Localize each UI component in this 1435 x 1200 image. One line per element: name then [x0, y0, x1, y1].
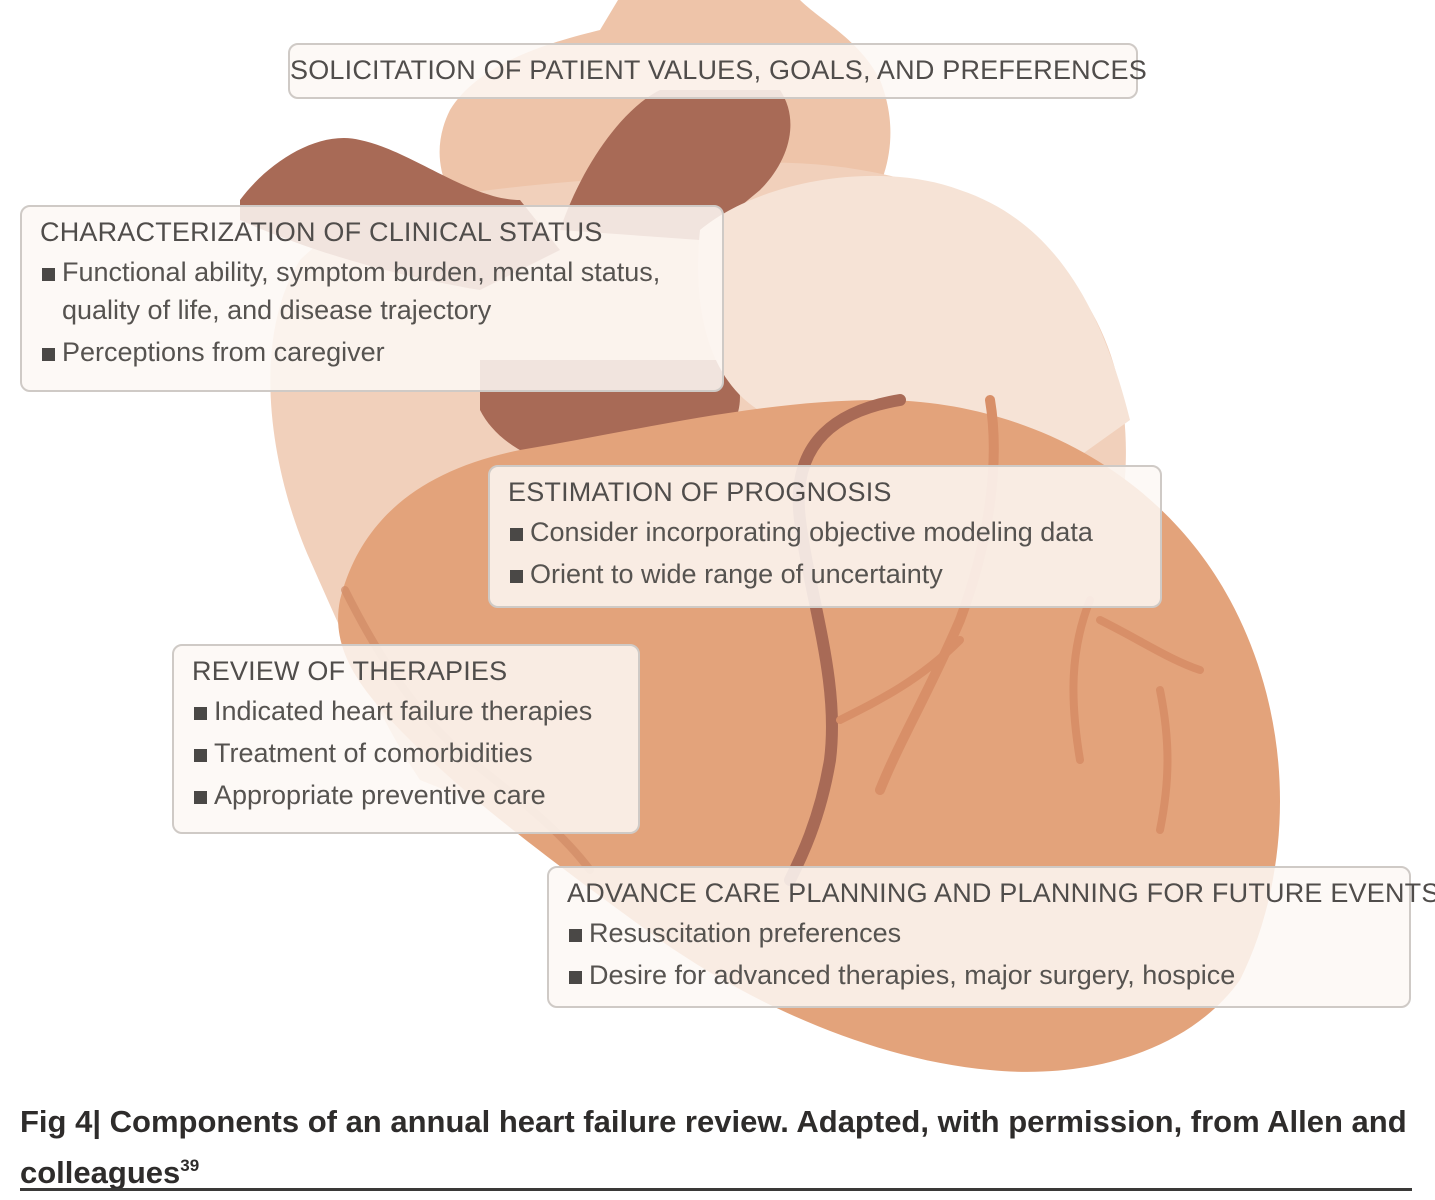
list-item-text: Appropriate preventive care [214, 780, 546, 810]
care-planning-list: Resuscitation preferences Desire for adv… [567, 914, 1393, 994]
caption-text: Components of an annual heart failure re… [20, 1104, 1407, 1190]
coronary-branch-5 [1156, 686, 1172, 834]
bullet-square-icon [194, 749, 207, 762]
list-item: Perceptions from caregiver [40, 333, 712, 371]
prognosis-box: ESTIMATION OF PROGNOSIS Consider incorpo… [488, 465, 1162, 608]
list-item: Orient to wide range of uncertainty [508, 555, 1144, 593]
list-item: Indicated heart failure therapies [192, 692, 622, 730]
list-item: Desire for advanced therapies, major sur… [567, 956, 1393, 994]
list-item-text: Consider incorporating objective modelin… [530, 517, 1093, 547]
care-planning-title: ADVANCE CARE PLANNING AND PLANNING FOR F… [567, 878, 1435, 908]
therapies-list: Indicated heart failure therapies Treatm… [192, 692, 622, 814]
bullet-square-icon [510, 570, 523, 583]
bullet-square-icon [510, 528, 523, 541]
bullet-square-icon [194, 707, 207, 720]
bullet-square-icon [42, 268, 55, 281]
coronary-branch-2 [1069, 596, 1094, 764]
prognosis-list: Consider incorporating objective modelin… [508, 513, 1144, 593]
list-item-text: Treatment of comorbidities [214, 738, 533, 768]
therapies-box: REVIEW OF THERAPIES Indicated heart fail… [172, 644, 640, 834]
figure-caption: Fig 4| Components of an annual heart fai… [20, 1100, 1412, 1195]
coronary-branch-1 [875, 395, 999, 795]
coronary-branch-4 [836, 636, 964, 724]
list-item: Resuscitation preferences [567, 914, 1393, 952]
list-item-text: Orient to wide range of uncertainty [530, 559, 943, 589]
list-item-text: Indicated heart failure therapies [214, 696, 593, 726]
list-item: Consider incorporating objective modelin… [508, 513, 1144, 551]
bullet-square-icon [194, 791, 207, 804]
list-item: Functional ability, symptom burden, ment… [40, 253, 712, 329]
list-item-text: Resuscitation preferences [589, 918, 902, 948]
list-item-text: Functional ability, symptom burden, ment… [62, 257, 661, 325]
pulmonary-vessel-shape [560, 90, 791, 240]
figure-label: Fig 4 [20, 1104, 93, 1139]
therapies-title: REVIEW OF THERAPIES [192, 656, 508, 686]
values-goals-box: SOLICITATION OF PATIENT VALUES, GOALS, A… [288, 43, 1147, 99]
clinical-status-box: CHARACTERIZATION OF CLINICAL STATUS Func… [20, 205, 724, 392]
list-item: Appropriate preventive care [192, 776, 622, 814]
list-item-text: Perceptions from caregiver [62, 337, 385, 367]
right-chamber-shape [698, 175, 1130, 470]
coronary-branch-3 [1096, 616, 1204, 674]
list-item: Treatment of comorbidities [192, 734, 622, 772]
list-item-text: Desire for advanced therapies, major sur… [589, 960, 1236, 990]
prognosis-title: ESTIMATION OF PROGNOSIS [508, 477, 892, 507]
care-planning-box: ADVANCE CARE PLANNING AND PLANNING FOR F… [547, 866, 1435, 1008]
caption-separator: | [92, 1104, 102, 1139]
caption-rule [20, 1188, 1412, 1191]
bullet-square-icon [569, 929, 582, 942]
bullet-square-icon [569, 971, 582, 984]
clinical-status-title: CHARACTERIZATION OF CLINICAL STATUS [40, 217, 603, 247]
coronary-vessel [784, 394, 906, 886]
clinical-status-list: Functional ability, symptom burden, ment… [40, 253, 712, 371]
values-goals-title: SOLICITATION OF PATIENT VALUES, GOALS, A… [290, 55, 1147, 85]
bullet-square-icon [42, 348, 55, 361]
reference-superscript: 39 [180, 1156, 200, 1175]
